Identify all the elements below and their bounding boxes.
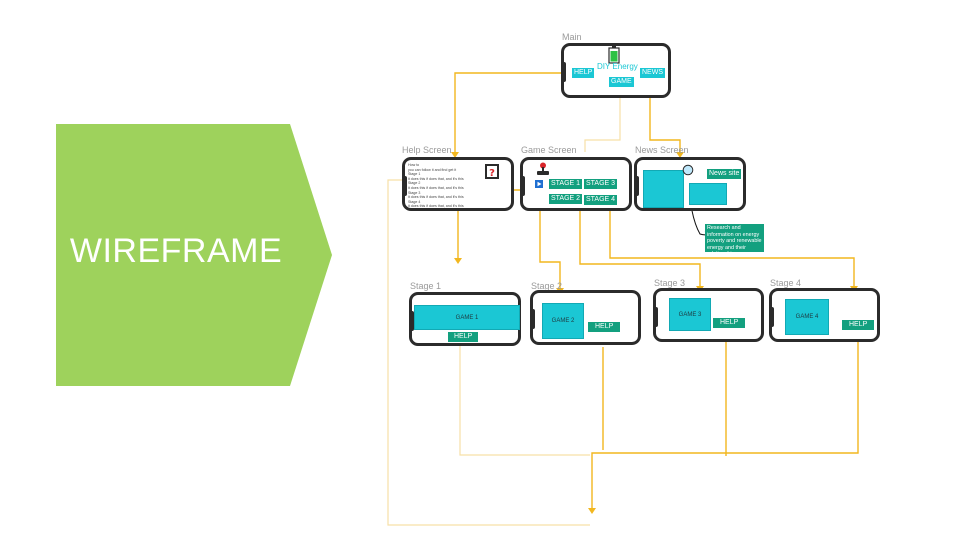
help-line: it does this if does that, and it's this [408, 185, 464, 190]
help-screen [402, 157, 514, 211]
circle-icon[interactable] [682, 164, 694, 176]
help-screen-title: Help Screen [402, 145, 452, 155]
device-notch [561, 62, 566, 82]
stage-4-help-button[interactable]: HELP [842, 320, 875, 330]
help-line: Stage 1 [408, 172, 421, 177]
device-notch [769, 307, 774, 327]
question-mark-icon[interactable]: ? [485, 164, 499, 179]
stage-1-help-button[interactable]: HELP [448, 332, 479, 342]
help-text-list: How to you can follow it and find get it… [408, 163, 464, 209]
stage-3-button[interactable]: STAGE 3 [584, 179, 618, 189]
main-help-button[interactable]: HELP [572, 68, 595, 78]
game-1-area[interactable]: GAME 1 [414, 305, 520, 330]
main-game-button[interactable]: GAME [609, 77, 634, 87]
stage-1-title: Stage 1 [410, 281, 442, 291]
device-notch [520, 176, 525, 196]
stage-4-title: Stage 4 [770, 278, 802, 288]
play-icon[interactable] [535, 180, 543, 188]
stage-2-button[interactable]: STAGE 2 [549, 194, 583, 204]
stage-3-title: Stage 3 [654, 278, 686, 288]
game-screen-title: Game Screen [521, 145, 577, 155]
news-site-link[interactable]: News site [707, 169, 742, 179]
help-line: Stage 3 [408, 190, 421, 195]
stage-2-help-button[interactable]: HELP [588, 322, 621, 332]
svg-text:?: ? [489, 168, 495, 179]
help-line: How to [408, 163, 420, 167]
help-line: Stage 2 [408, 181, 421, 186]
device-notch [402, 176, 407, 196]
help-line: it does this if does that, and it's this [408, 176, 464, 181]
game-3-area[interactable]: GAME 3 [669, 298, 711, 331]
help-line: Stage 4 [408, 199, 421, 204]
stage-1-button[interactable]: STAGE 1 [549, 179, 583, 189]
help-line: it does this if does that, and it's this [408, 204, 464, 209]
device-notch [409, 311, 414, 331]
device-notch [653, 307, 658, 327]
banner-title: WIREFRAME [69, 232, 283, 270]
help-line: you can follow it and find get it [408, 167, 457, 172]
news-description: Research and information on energy pover… [705, 224, 764, 257]
game-2-area[interactable]: GAME 2 [542, 303, 584, 339]
stage-4-button[interactable]: STAGE 4 [584, 195, 618, 205]
news-screen-title: News Screen [635, 145, 689, 155]
stage-2-title: Stage 2 [531, 281, 563, 291]
main-news-button[interactable]: NEWS [640, 68, 665, 78]
battery-icon [608, 46, 620, 64]
device-notch [530, 309, 535, 329]
help-line: it does this if does that, and it's this [408, 195, 464, 200]
device-notch [634, 176, 639, 196]
game-4-area[interactable]: GAME 4 [785, 299, 829, 335]
joystick-icon [537, 162, 549, 175]
news-image [643, 170, 684, 208]
stage-3-help-button[interactable]: HELP [713, 318, 746, 328]
app-name: DIY Energy [597, 62, 638, 71]
main-screen-title: Main [562, 32, 582, 42]
news-card[interactable] [689, 183, 727, 205]
